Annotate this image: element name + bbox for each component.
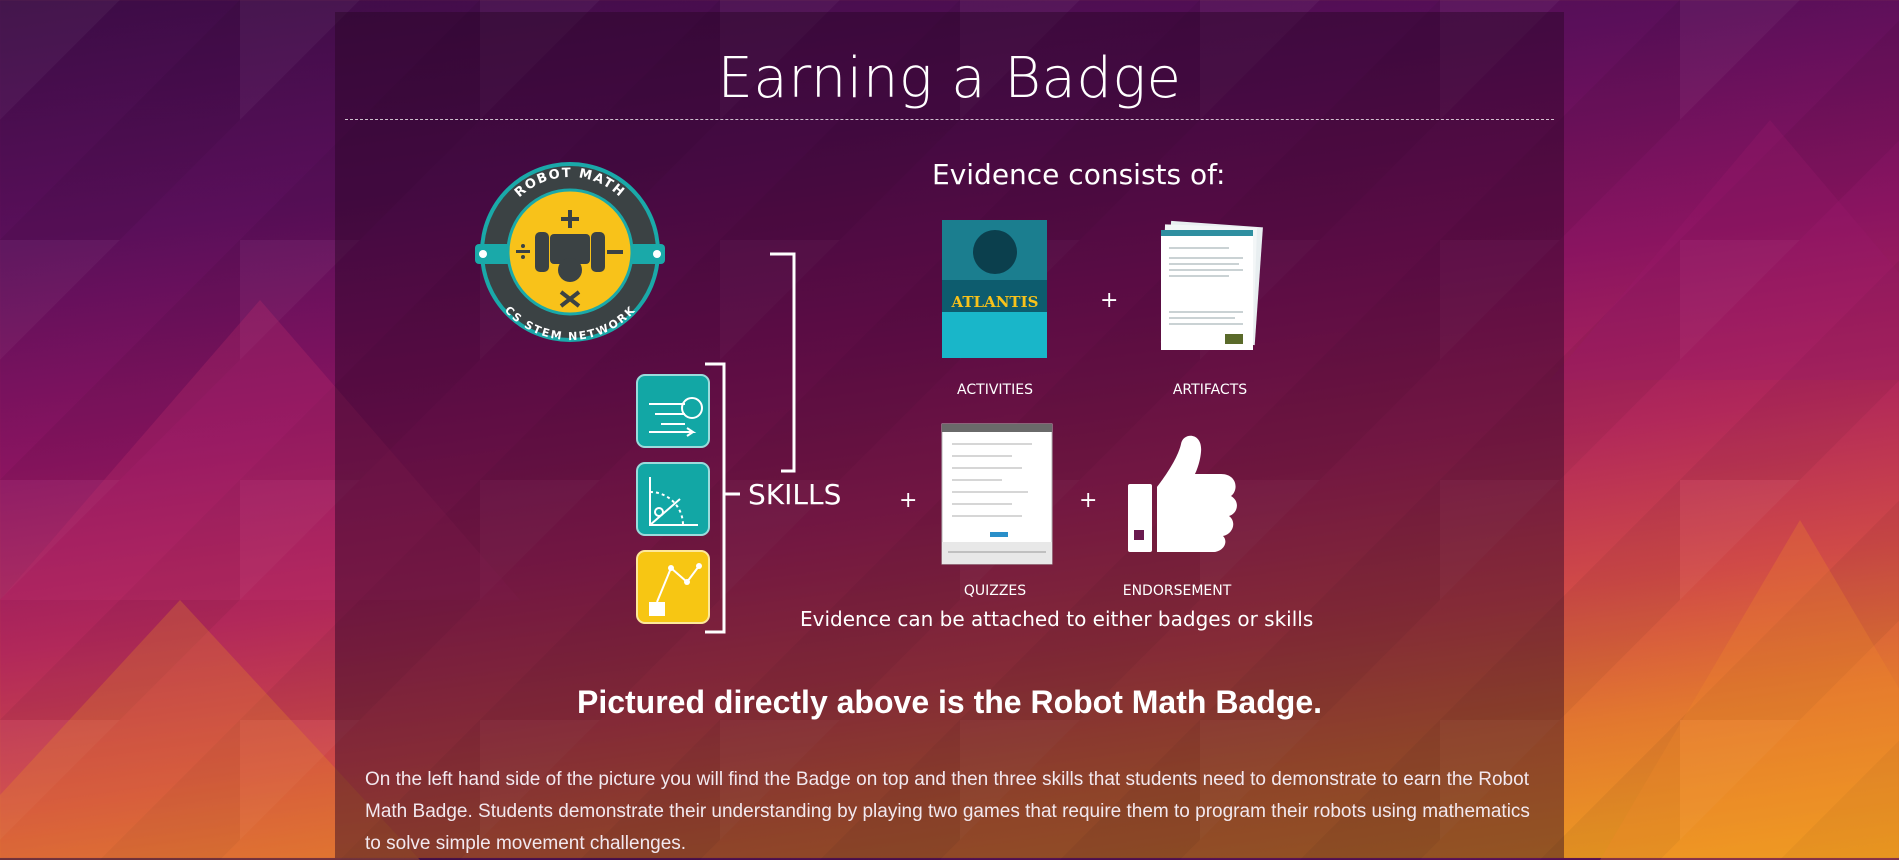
background-shape bbox=[0, 300, 520, 600]
description-paragraph: On the left hand side of the picture you… bbox=[365, 769, 1530, 854]
thumbs-up-icon bbox=[1128, 435, 1237, 552]
evidence-footer: Evidence can be attached to either badge… bbox=[800, 607, 1314, 631]
section-heading: Pictured directly above is the Robot Mat… bbox=[576, 684, 1322, 720]
skill-icon-movement bbox=[636, 374, 710, 448]
title-divider bbox=[345, 119, 1554, 120]
artifacts-label: ARTIFACTS bbox=[1172, 382, 1248, 398]
skills-label: SKILLS bbox=[748, 478, 842, 511]
artifacts-thumbnail bbox=[1160, 220, 1263, 350]
plus-sign: + bbox=[1079, 488, 1098, 513]
endorsement-label: ENDORSEMENT bbox=[1122, 583, 1232, 599]
infographic-graphics: ROBOT MATH CS STEM NETWORK bbox=[475, 162, 1263, 634]
skill-icon-path bbox=[636, 550, 710, 624]
activities-label: ACTIVITIES bbox=[957, 382, 1033, 398]
background-shape bbox=[0, 600, 420, 860]
activities-thumbnail: ATLANTIS bbox=[942, 220, 1047, 358]
connector-lines bbox=[705, 252, 796, 634]
evidence-title: Evidence consists of: bbox=[932, 158, 1226, 191]
robot-math-badge-icon: ROBOT MATH CS STEM NETWORK bbox=[475, 162, 665, 343]
quizzes-label: QUIZZES bbox=[963, 583, 1027, 599]
content-panel: Earning a Badge bbox=[335, 12, 1564, 858]
background-shape bbox=[1600, 520, 1899, 860]
quizzes-thumbnail bbox=[941, 423, 1053, 565]
background-shape bbox=[1550, 120, 1899, 380]
atlantis-label: ATLANTIS bbox=[951, 293, 1039, 311]
skill-icon-angle bbox=[636, 462, 710, 536]
page-title: Earning a Badge bbox=[717, 46, 1182, 111]
plus-sign: + bbox=[899, 488, 918, 513]
plus-sign: + bbox=[1100, 288, 1119, 313]
badge-infographic: ROBOT MATH CS STEM NETWORK bbox=[335, 12, 1564, 652]
